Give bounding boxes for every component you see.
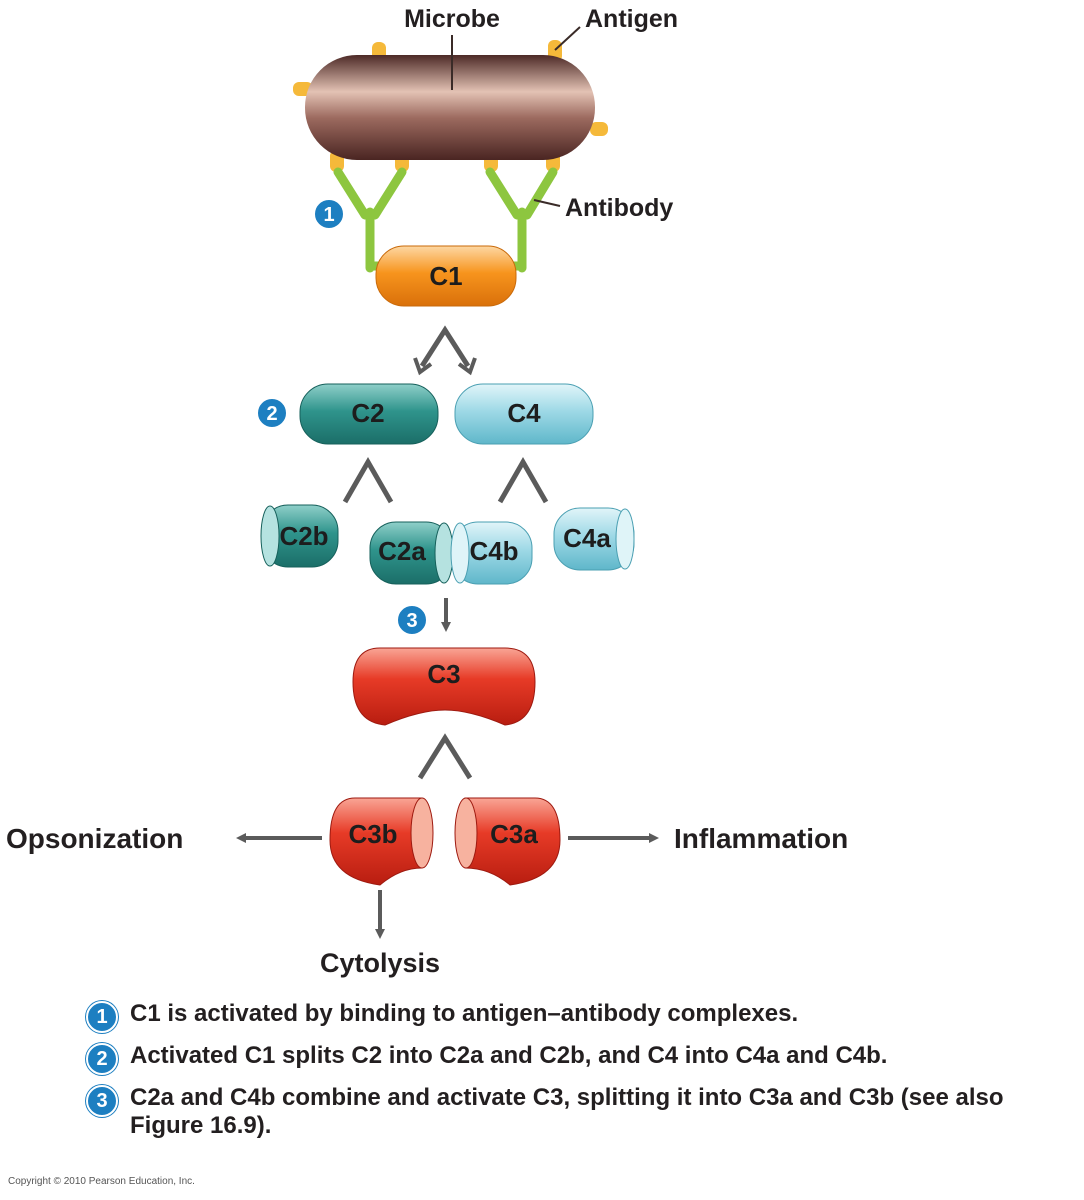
c3b-label: C3b [348, 819, 397, 849]
c3-label: C3 [427, 659, 460, 689]
legend-item-2: 2 Activated C1 splits C2 into C2a and C2… [86, 1042, 1076, 1075]
split-arrow-c4 [497, 456, 549, 504]
c2b-label: C2b [279, 521, 328, 551]
microbe-cell [293, 26, 608, 172]
split-arrow-c1 [413, 325, 477, 376]
c1-protein [375, 245, 517, 307]
c3a-label: C3a [490, 819, 538, 849]
c4b-label: C4b [469, 536, 518, 566]
c1-label: C1 [429, 261, 462, 291]
svg-text:2: 2 [266, 403, 277, 425]
cytolysis-label: Cytolysis [320, 948, 440, 978]
step-badge-3: 3 [396, 604, 428, 636]
antigen-label: Antigen [585, 5, 678, 33]
c4a-fragment [553, 507, 635, 571]
microbe-label: Microbe [404, 5, 500, 33]
legend-item-3: 3 C2a and C4b combine and activate C3, s… [86, 1084, 1076, 1140]
legend-text-3: C2a and C4b combine and activate C3, spl… [130, 1084, 1004, 1139]
c2a-fragment [369, 521, 454, 585]
split-arrow-c3 [417, 733, 473, 780]
c2-label: C2 [351, 398, 384, 428]
c3b-fragment [329, 797, 434, 886]
c4b-fragment [450, 521, 533, 585]
c4-label: C4 [507, 398, 541, 428]
c3a-fragment [454, 797, 561, 886]
step-badge-2: 2 [256, 397, 288, 429]
legend-item-1: 1 C1 is activated by binding to antigen–… [86, 1000, 1076, 1033]
antibody-label: Antibody [565, 194, 673, 222]
opsonization-label: Opsonization [6, 823, 183, 854]
svg-text:1: 1 [323, 204, 334, 226]
copyright-notice: Copyright © 2010 Pearson Education, Inc. [8, 1176, 195, 1187]
c4a-label: C4a [563, 523, 611, 553]
step-legend: 1 C1 is activated by binding to antigen–… [86, 1000, 1076, 1154]
c3-protein [352, 647, 536, 726]
c4-protein [454, 383, 594, 445]
legend-text-2: Activated C1 splits C2 into C2a and C2b,… [130, 1042, 888, 1069]
c2-protein [299, 383, 439, 445]
inflammation-label: Inflammation [674, 823, 848, 854]
legend-number-3: 3 [86, 1085, 118, 1117]
c2a-label: C2a [378, 536, 426, 566]
legend-number-1: 1 [86, 1001, 118, 1033]
c2b-fragment [260, 504, 339, 568]
step-badge-1: 1 [313, 198, 345, 230]
legend-text-1: C1 is activated by binding to antigen–an… [130, 1000, 799, 1027]
legend-number-2: 2 [86, 1043, 118, 1075]
split-arrow-c2 [342, 456, 394, 504]
svg-text:3: 3 [406, 610, 417, 632]
